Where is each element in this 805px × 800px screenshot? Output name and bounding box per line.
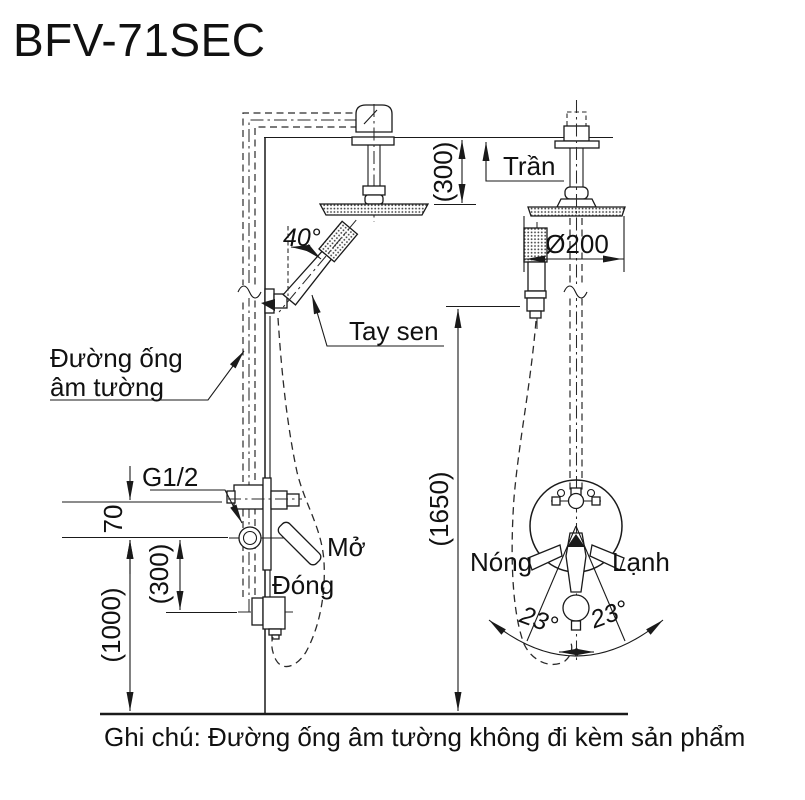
footer-note: Ghi chú: Đường ống âm tường không đi kèm…: [104, 722, 745, 752]
spout: [251, 596, 286, 640]
ceiling-flange: [351, 136, 395, 146]
dim-shower-height: (1650): [424, 471, 454, 546]
dim-spout-gap: (300): [144, 544, 174, 605]
lever-position-hot: [527, 544, 563, 571]
mixer-valve-side: [226, 477, 322, 571]
hand-shower-front: [523, 222, 548, 332]
ceiling-leader: [482, 142, 564, 182]
valve-trim-plate: [262, 477, 272, 571]
angle-arc-40: [290, 244, 322, 260]
pipe-break-icon: [237, 285, 262, 299]
hand-shower-label: Tay sen: [349, 316, 439, 346]
hand-shower-head-front: [523, 227, 548, 263]
rain-shower-head: [318, 203, 430, 216]
diverter-knob: [567, 492, 585, 510]
shower-arm-nut: [362, 185, 386, 196]
dim-hand-shower-angle: 40°: [283, 224, 321, 252]
swing-arc: [488, 619, 664, 657]
valve-lever: [277, 521, 322, 566]
lever-knob: [562, 594, 590, 622]
thread-leader: [150, 489, 243, 524]
dim-swing-left: 23°: [515, 601, 561, 641]
dim-swing-right: 23°: [586, 595, 632, 635]
close-label: Đóng: [272, 570, 334, 600]
dim-ceiling-offset: (300): [428, 142, 458, 203]
concealed-pipe-label-2: âm tường: [50, 372, 164, 402]
hand-shower-leader: [311, 294, 444, 347]
ceiling-label: Trần: [503, 151, 556, 181]
mixer-valve-front: [488, 479, 664, 657]
right-view: [488, 100, 664, 666]
concealed-pipe-leader: [50, 350, 245, 401]
pipe-break-icon-right: [563, 285, 588, 299]
spout-body: [262, 596, 286, 630]
dim-valve-height: (1000): [96, 587, 126, 662]
valve-lever-front: [565, 532, 587, 593]
left-view: [226, 104, 430, 668]
shower-hose-front: [511, 320, 573, 666]
overhead-shower-side: [318, 104, 430, 222]
concealed-pipe-label-1: Đường ống: [50, 343, 183, 373]
hand-shower-body: [278, 219, 359, 313]
hose-outlet: [271, 634, 280, 640]
supply-tee: [233, 484, 264, 510]
cold-label: Lạnh: [612, 547, 670, 577]
dimensions: (300) Trần Ø200 40° Tay sen Đường ống âm…: [50, 140, 670, 711]
open-label: Mở: [327, 532, 366, 562]
inlet-union: [238, 526, 262, 550]
pipe-break-bg: [237, 285, 264, 298]
hand-shower-side: [261, 219, 359, 314]
shower-hose: [271, 317, 325, 668]
model-title: BFV-71SEC: [13, 14, 266, 66]
lever-position-cold: [589, 544, 625, 571]
dim-outlet-gap: 70: [98, 505, 128, 534]
outlet-connector: [270, 490, 288, 510]
thread-label: G1/2: [142, 462, 198, 492]
hot-label: Nóng: [470, 547, 532, 577]
pipe-elbow: [355, 104, 393, 133]
bracket-knob: [261, 299, 275, 311]
ball-joint: [364, 194, 384, 205]
dim-head-diameter: Ø200: [545, 229, 609, 259]
